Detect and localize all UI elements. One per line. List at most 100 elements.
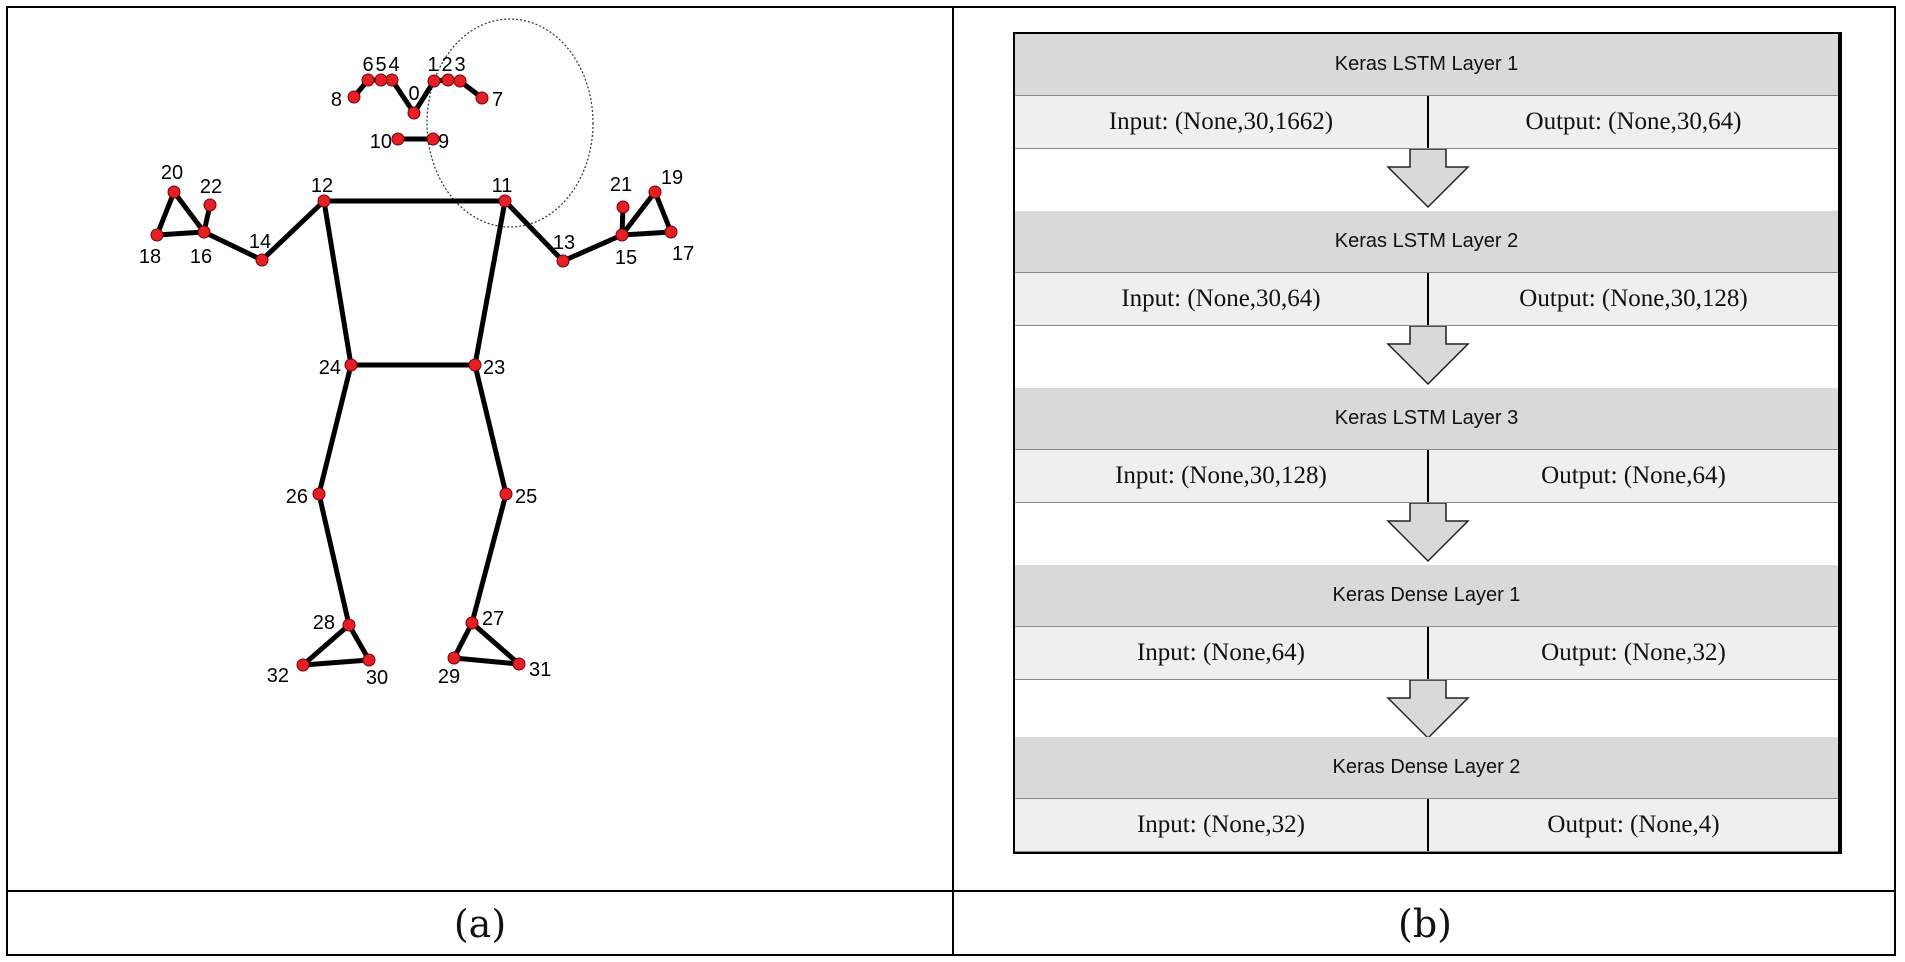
landmark-label-14: 14 — [249, 231, 271, 253]
joint-10 — [391, 132, 405, 146]
landmark-label-11: 11 — [492, 175, 513, 197]
layer-title: Keras LSTM Layer 2 — [1015, 211, 1838, 272]
landmark-label-32: 32 — [267, 665, 289, 687]
bone-12-14 — [259, 198, 327, 263]
panel-divider — [952, 6, 954, 956]
bone-23-25 — [472, 362, 509, 497]
joint-6 — [361, 73, 375, 87]
landmark-label-24: 24 — [319, 357, 341, 379]
landmark-label-26: 26 — [286, 486, 308, 508]
layer-input-shape: Input: (None,30,64) — [1015, 273, 1429, 325]
figure-frame — [6, 6, 1896, 956]
joint-8 — [347, 90, 361, 104]
landmark-label-6: 6 — [362, 54, 373, 76]
joint-25 — [499, 487, 513, 501]
joint-12 — [317, 194, 331, 208]
joint-9 — [426, 132, 440, 146]
joint-32 — [296, 658, 310, 672]
landmark-label-27: 27 — [482, 608, 504, 630]
joint-11 — [498, 194, 512, 208]
down-arrow-icon — [1386, 326, 1470, 386]
bone-28-30 — [346, 622, 372, 663]
bone-27-29 — [451, 620, 475, 661]
joint-28 — [342, 618, 356, 632]
landmark-label-2: 2 — [441, 54, 452, 76]
bone-25-27 — [469, 491, 509, 626]
joint-5 — [374, 73, 388, 87]
bone-24-26 — [316, 362, 354, 497]
joint-1 — [427, 74, 441, 88]
landmark-label-21: 21 — [610, 174, 632, 196]
joint-20 — [167, 185, 181, 199]
bone-13-15 — [560, 232, 625, 264]
joint-18 — [150, 228, 164, 242]
joint-31 — [512, 657, 526, 671]
joint-3 — [453, 74, 467, 88]
joint-23 — [468, 358, 482, 372]
joint-26 — [312, 487, 326, 501]
joint-15 — [615, 228, 629, 242]
skeleton-joints — [150, 73, 678, 672]
lstm-architecture-diagram: Keras LSTM Layer 1 Input: (None,30,1662)… — [1013, 32, 1842, 854]
layer-input-shape: Input: (None,30,1662) — [1015, 96, 1429, 148]
bone-4-0 — [389, 77, 417, 116]
bone-32-28 — [300, 622, 352, 668]
joint-24 — [344, 358, 358, 372]
down-arrow-icon — [1386, 149, 1470, 209]
layer-title: Keras LSTM Layer 3 — [1015, 388, 1838, 449]
landmark-label-30: 30 — [366, 667, 388, 689]
landmark-label-15: 15 — [615, 247, 637, 269]
bone-30-32 — [300, 657, 372, 668]
layer-input-shape: Input: (None,30,128) — [1015, 450, 1429, 502]
face-oval — [426, 18, 594, 228]
joint-16 — [197, 225, 211, 239]
layer-output-shape: Output: (None,64) — [1541, 462, 1726, 489]
layer-io-row: Input: (None,32) Output: (None,4) — [1015, 798, 1838, 852]
skeleton-bones — [154, 77, 674, 668]
bone-15-17 — [619, 229, 674, 238]
joint-17 — [664, 225, 678, 239]
landmark-label-19: 19 — [661, 167, 683, 189]
joint-27 — [465, 616, 479, 630]
landmark-label-18: 18 — [139, 246, 161, 268]
caption-b: (b) — [1398, 902, 1452, 946]
joint-14 — [255, 253, 269, 267]
bone-19-15 — [619, 189, 658, 238]
joint-0 — [407, 106, 421, 120]
landmark-label-25: 25 — [515, 486, 537, 508]
landmark-label-28: 28 — [313, 612, 335, 634]
landmark-label-0: 0 — [408, 83, 419, 105]
bone-11-13 — [502, 198, 566, 264]
joint-29 — [447, 651, 461, 665]
architecture-border — [1013, 32, 1842, 854]
landmark-label-20: 20 — [161, 162, 183, 184]
joint-22 — [203, 198, 217, 212]
landmark-label-1: 1 — [427, 54, 438, 76]
landmark-label-23: 23 — [483, 357, 505, 379]
landmark-label-17: 17 — [672, 243, 694, 265]
caption-divider — [6, 890, 1896, 892]
joint-30 — [362, 653, 376, 667]
layer-io-row: Input: (None,30,64) Output: (None,30,128… — [1015, 272, 1838, 326]
layer-output-shape: Output: (None,30,128) — [1519, 285, 1748, 312]
bone-29-31 — [451, 655, 522, 667]
joint-21 — [616, 200, 630, 214]
landmark-label-10: 10 — [370, 131, 392, 153]
bone-16-18 — [154, 229, 207, 238]
layer-title: Keras Dense Layer 1 — [1015, 565, 1838, 626]
landmark-label-29: 29 — [438, 666, 460, 688]
landmark-label-7: 7 — [492, 89, 503, 111]
bone-20-16 — [171, 189, 207, 235]
landmark-label-9: 9 — [438, 131, 449, 153]
bone-18-20 — [154, 189, 177, 238]
landmark-label-16: 16 — [190, 246, 212, 268]
landmark-label-8: 8 — [331, 89, 342, 111]
down-arrow-icon — [1386, 503, 1470, 563]
landmark-label-5: 5 — [375, 54, 386, 76]
bone-17-19 — [652, 189, 674, 235]
landmark-label-12: 12 — [311, 175, 333, 197]
layer-input-shape: Input: (None,64) — [1015, 627, 1429, 679]
layer-io-row: Input: (None,30,128) Output: (None,64) — [1015, 449, 1838, 503]
joint-13 — [556, 254, 570, 268]
